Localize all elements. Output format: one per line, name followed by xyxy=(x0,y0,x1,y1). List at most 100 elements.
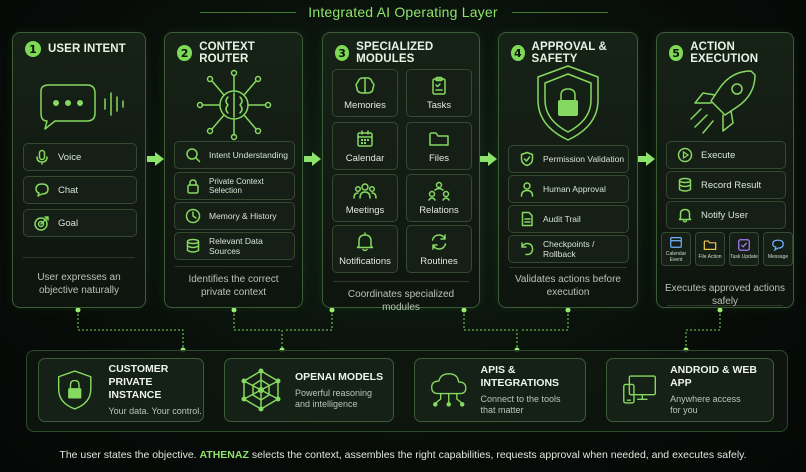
card-title: CUSTOMER PRIVATE INSTANCE xyxy=(108,363,169,401)
mini-task-update[interactable]: Task Update xyxy=(729,232,759,266)
brain-network-icon xyxy=(196,69,271,141)
bell-icon xyxy=(356,231,374,251)
person-icon xyxy=(520,182,534,197)
shield-lock-icon xyxy=(57,370,92,410)
card-android-web-app[interactable]: ANDROID & WEB APP Anywhere access for yo… xyxy=(606,358,774,422)
hero-shield xyxy=(499,61,637,145)
shield-check-icon xyxy=(537,65,599,141)
row-label: Private Context Selection xyxy=(209,177,264,195)
arrow-right-icon xyxy=(638,152,655,166)
mini-calendar-event[interactable]: Calendar Event xyxy=(661,232,691,266)
module-calendar[interactable]: Calendar xyxy=(332,122,398,170)
chat-icon xyxy=(35,183,49,197)
database-icon xyxy=(678,177,692,192)
module-label: Calendar xyxy=(345,152,385,164)
row-chat[interactable]: Chat xyxy=(23,176,137,204)
card-subtitle: Your data. Your control. xyxy=(108,406,202,416)
row-record-result[interactable]: Record Result xyxy=(666,171,786,199)
row-execute[interactable]: Execute xyxy=(666,141,786,169)
stage-description: Executes approved actions safely xyxy=(664,283,786,307)
card-text: ANDROID & WEB APP Anywhere access for yo… xyxy=(670,364,773,416)
card-text: OPENAI MODELS Powerful reasoning and int… xyxy=(295,371,389,410)
title-rule-left-line xyxy=(200,12,296,13)
stage-description: User expresses an objective naturally xyxy=(37,272,121,296)
chat-bubble-icon xyxy=(40,84,124,130)
refresh-icon xyxy=(431,233,447,250)
row-notify-user[interactable]: Notify User xyxy=(666,201,786,229)
row-label: Human Approval xyxy=(543,184,606,194)
page-title: Integrated AI Operating Layer xyxy=(308,4,498,20)
row-label: Relevant Data Sources xyxy=(209,236,263,256)
calendar-icon xyxy=(357,129,373,147)
module-meetings[interactable]: Meetings xyxy=(332,174,398,222)
row-label: Permission Validation xyxy=(543,154,625,164)
row-label: Execute xyxy=(701,149,736,161)
card-text: CUSTOMER PRIVATE INSTANCE Your data. You… xyxy=(108,363,203,417)
row-human-approval[interactable]: Human Approval xyxy=(508,175,629,203)
row-label: Chat xyxy=(58,184,79,196)
row-intent-understanding[interactable]: Intent Understanding xyxy=(174,141,295,169)
module-label: Files xyxy=(428,152,450,164)
module-label: Routines xyxy=(420,255,458,267)
row-label: Goal xyxy=(58,217,79,229)
card-openai-models[interactable]: OPENAI MODELS Powerful reasoning and int… xyxy=(224,358,394,422)
row-private-context[interactable]: Private Context Selection xyxy=(174,172,295,200)
module-relations[interactable]: Relations xyxy=(406,174,472,222)
module-files[interactable]: Files xyxy=(406,122,472,170)
arrow-right-icon xyxy=(147,152,164,166)
stage-number: 1 xyxy=(25,41,41,57)
stage-description: Validates actions before execution xyxy=(515,274,621,298)
stage-user-intent: 1 USER INTENT Voice Chat Goal User expres… xyxy=(12,32,146,308)
row-checkpoints[interactable]: Checkpoints / Rollback xyxy=(508,235,629,263)
row-data-sources[interactable]: Relevant Data Sources xyxy=(174,232,295,260)
checkbox-icon xyxy=(738,239,750,251)
mini-message[interactable]: Message xyxy=(763,232,793,266)
title-rule-right-line xyxy=(512,12,608,13)
footer-brand: ATHENAZ xyxy=(199,449,249,461)
module-memories[interactable]: Memories xyxy=(332,69,398,117)
module-notifications[interactable]: Notifications xyxy=(332,225,398,273)
stage-number: 3 xyxy=(335,45,350,61)
row-label: Memory & History xyxy=(209,211,277,221)
hero-chat-voice xyxy=(13,67,145,151)
network-people-icon xyxy=(428,181,450,201)
footer-caption: The user states the objective. ATHENAZ s… xyxy=(0,449,806,461)
row-goal[interactable]: Goal xyxy=(23,209,137,237)
search-icon xyxy=(186,148,201,163)
row-label: Notify User xyxy=(701,209,748,221)
stage-title: CONTEXT ROUTER xyxy=(199,41,255,65)
undo-icon xyxy=(521,242,534,256)
shield-check-small-icon xyxy=(520,151,534,167)
rocket-icon xyxy=(690,70,756,134)
module-routines[interactable]: Routines xyxy=(406,225,472,273)
row-permission-validation[interactable]: Permission Validation xyxy=(508,145,629,173)
module-tasks[interactable]: Tasks xyxy=(406,69,472,117)
card-apis-integrations[interactable]: APIS & INTEGRATIONS Connect to the tools… xyxy=(414,358,586,422)
stage-title: USER INTENT xyxy=(48,43,126,55)
stage-title: APPROVAL & SAFETY xyxy=(531,41,607,65)
mini-file-action[interactable]: File Action xyxy=(695,232,725,266)
clock-icon xyxy=(185,208,201,224)
row-audit-trail[interactable]: Audit Trail xyxy=(508,205,629,233)
calendar-icon xyxy=(670,237,682,248)
card-subtitle: Powerful reasoning and intelligence xyxy=(295,387,373,409)
bell-icon xyxy=(678,208,692,223)
row-label: Intent Understanding xyxy=(209,150,288,160)
card-title: ANDROID & WEB APP xyxy=(670,364,757,389)
mini-label: Message xyxy=(767,254,789,260)
network-icon xyxy=(241,368,281,412)
row-voice[interactable]: Voice xyxy=(23,143,137,171)
divider xyxy=(333,281,469,282)
card-private-instance[interactable]: CUSTOMER PRIVATE INSTANCE Your data. You… xyxy=(38,358,204,422)
row-memory-history[interactable]: Memory & History xyxy=(174,202,295,230)
cloud-icon xyxy=(431,373,467,407)
stage-number: 4 xyxy=(511,45,525,61)
row-label: Checkpoints / Rollback xyxy=(543,239,595,259)
card-title: OPENAI MODELS xyxy=(295,370,384,383)
stage-title: SPECIALIZED MODULES xyxy=(356,41,434,65)
arrow-right-icon xyxy=(304,152,321,166)
mini-label: File Action xyxy=(698,254,722,260)
footer-after: selects the context, assembles the right… xyxy=(251,449,747,461)
target-icon xyxy=(34,216,49,231)
